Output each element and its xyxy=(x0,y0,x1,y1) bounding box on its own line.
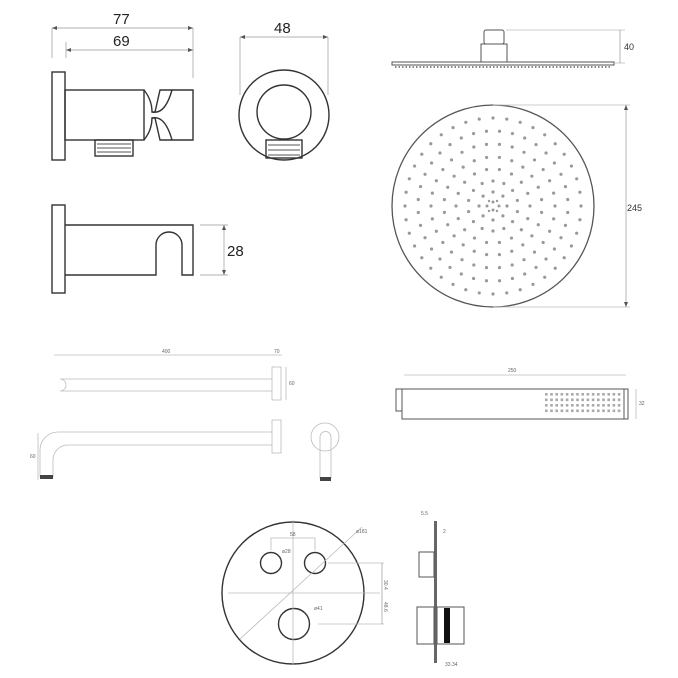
rain-shower-side-view: 40 xyxy=(391,29,634,68)
dim-77-label: 77 xyxy=(113,11,130,28)
wall-outlet-front-view: 48 xyxy=(238,20,330,161)
dim-2-label: 2 xyxy=(443,529,446,535)
dim-o28-label: ø28 xyxy=(282,549,291,555)
dim-48-6-label: 48.6 xyxy=(382,602,388,612)
wall-outlet-side-view: 77 69 xyxy=(51,11,194,161)
hand-shower-view: 250 32 xyxy=(395,368,645,420)
dim-o181-label: ø181 xyxy=(356,529,368,535)
shower-holder-view: 28 xyxy=(51,204,244,294)
dim-69-label: 69 xyxy=(113,33,130,50)
dim-30-4-label: 30.4 xyxy=(382,580,388,590)
dim-58-label: 58 xyxy=(290,532,296,538)
dim-o41-label: ø41 xyxy=(314,606,323,612)
dim-32-label: 32 xyxy=(639,401,645,407)
dim-60-label: 60 xyxy=(289,381,295,387)
thermostat-side-view: 5.5 2 33.34 xyxy=(416,511,465,668)
dim-drop-label: 60 xyxy=(30,454,36,460)
dim-250-label: 250 xyxy=(508,368,517,374)
rain-shower-top-view: 245 xyxy=(391,104,642,308)
dim-28-label: 28 xyxy=(227,243,244,260)
dim-400-label: 400 xyxy=(162,349,171,355)
dim-245-label: 245 xyxy=(627,203,642,213)
nozzle-pattern xyxy=(485,199,501,213)
shower-arm-view: 400 70 60 60 xyxy=(30,349,340,481)
dim-33-34-label: 33.34 xyxy=(445,662,458,668)
dim-48-label: 48 xyxy=(274,20,291,37)
thermostat-front-view: 58 ø28 ø41 ø181 30.4 48.6 xyxy=(221,520,388,665)
dim-5-5-label: 5.5 xyxy=(421,511,428,517)
dim-70-label: 70 xyxy=(274,349,280,355)
dim-40-label: 40 xyxy=(624,42,634,52)
